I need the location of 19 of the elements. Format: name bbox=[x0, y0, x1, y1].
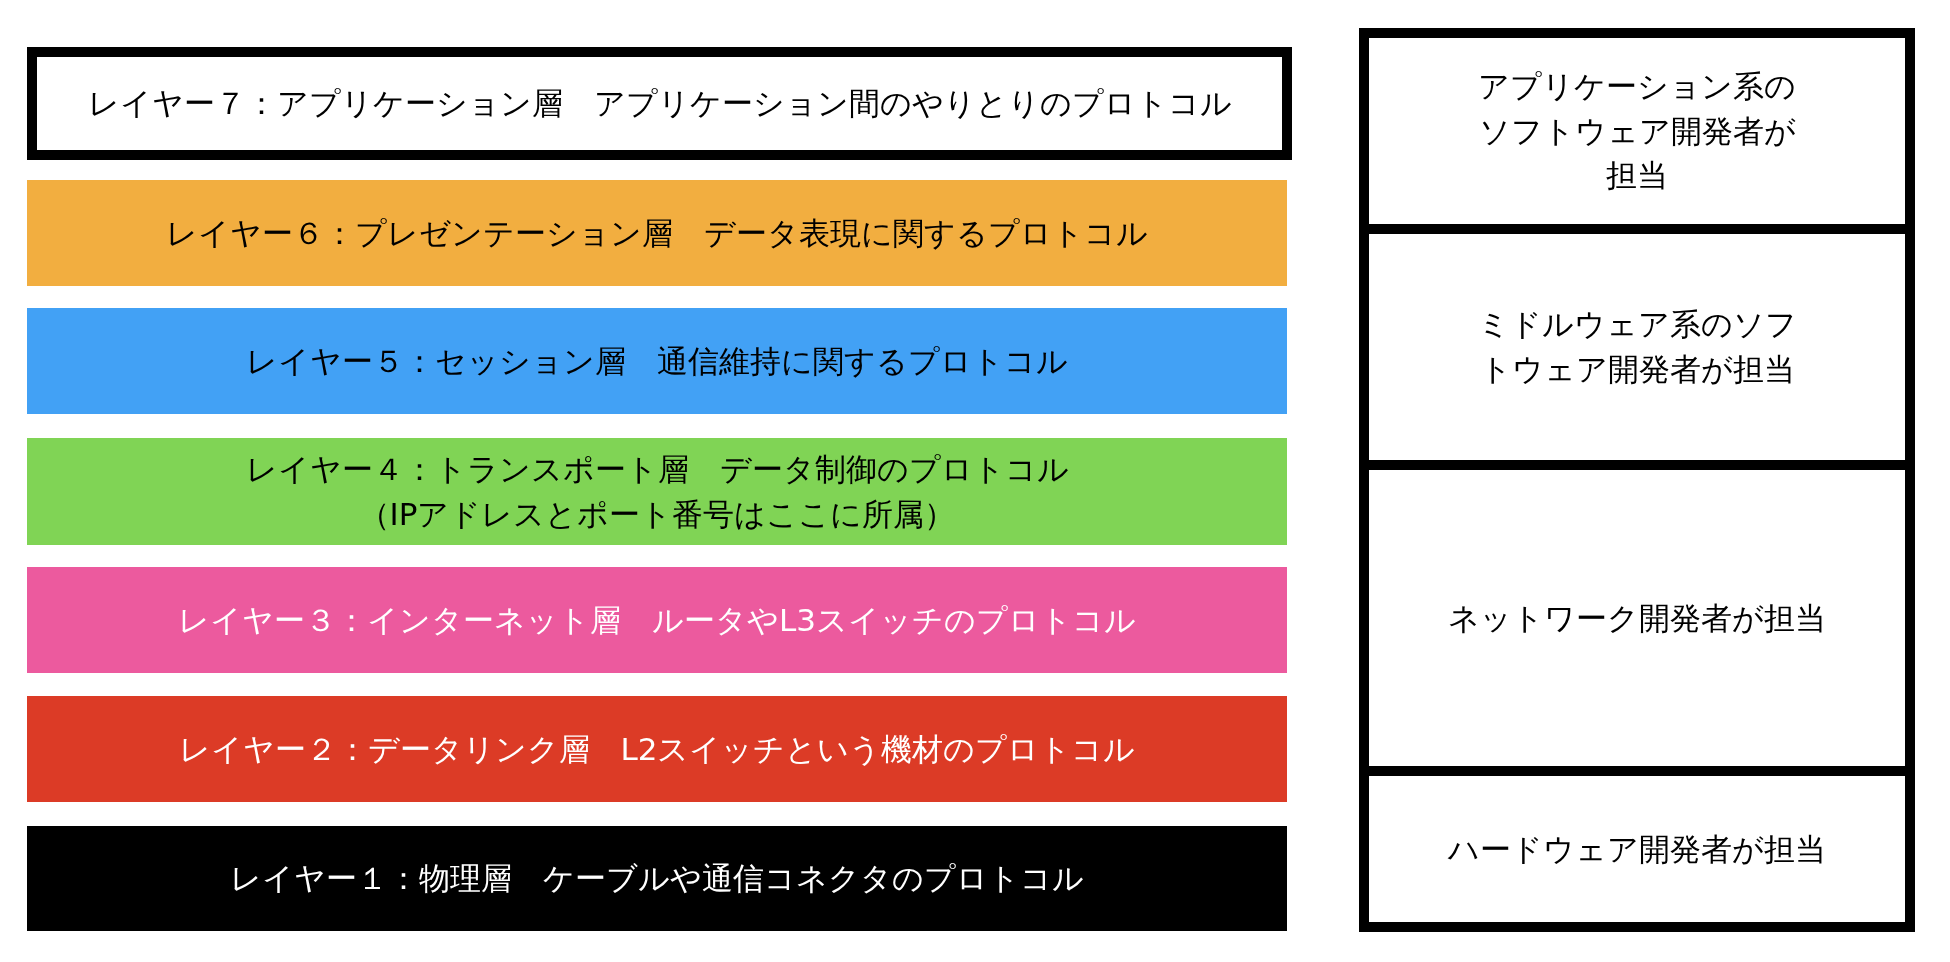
layer-bar bbox=[27, 308, 1287, 414]
layer-bar bbox=[27, 180, 1287, 286]
layer-label: レイヤー３：インターネット層 ルータやL3スイッチのプロトコル bbox=[178, 600, 1136, 640]
layer-label: レイヤー７：アプリケーション層 アプリケーション間のやりとりのプロトコル bbox=[87, 84, 1232, 124]
layer-bar bbox=[27, 826, 1287, 931]
layer-bar bbox=[27, 438, 1287, 545]
role-label: アプリケーション系のソフトウェア開発者が担当 bbox=[1477, 66, 1797, 196]
layer-bar bbox=[27, 696, 1287, 802]
layer-label: レイヤー５：セッション層 通信維持に関するプロトコル bbox=[246, 341, 1068, 381]
role-label: ネットワーク開発者が担当 bbox=[1448, 598, 1826, 638]
role-label: ミドルウェア系のソフトウェア開発者が担当 bbox=[1476, 305, 1798, 389]
layer-label: レイヤー１：物理層 ケーブルや通信コネクタのプロトコル bbox=[230, 859, 1084, 899]
layer-label: レイヤー４：トランスポート層 データ制御のプロトコル bbox=[245, 449, 1069, 489]
layer-bar bbox=[27, 47, 1292, 160]
role-label: ハードウェア開発者が担当 bbox=[1448, 829, 1826, 869]
layer-label: レイヤー６：プレゼンテーション層 データ表現に関するプロトコル bbox=[166, 213, 1148, 253]
layer-bar bbox=[27, 567, 1287, 673]
layer-label: （IPアドレスとポート番号はここに所属） bbox=[358, 494, 956, 534]
layer-label: レイヤー２：データリンク層 L2スイッチという機材のプロトコル bbox=[178, 729, 1136, 769]
